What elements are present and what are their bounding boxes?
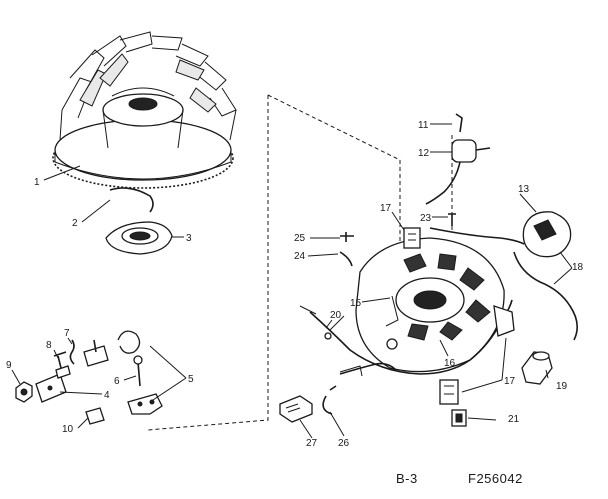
leader-lines	[11, 123, 573, 439]
switch-block-27	[279, 395, 313, 423]
callout-12: 12	[418, 148, 430, 159]
screw-23	[448, 213, 456, 226]
callout-11: 11	[418, 120, 429, 131]
callout-13: 13	[518, 184, 530, 195]
callout-20: 20	[330, 310, 342, 321]
pin-24	[339, 251, 353, 267]
callout-10: 10	[62, 424, 74, 435]
callout-2: 2	[72, 218, 78, 229]
callout-21: 21	[508, 414, 520, 425]
high-tension-lead	[513, 251, 578, 341]
callout-1: 1	[34, 177, 40, 188]
callout-6: 6	[114, 376, 120, 387]
callout-17-lower: 17	[504, 376, 516, 387]
hardware-group	[15, 330, 163, 425]
callout-26: 26	[338, 438, 350, 449]
figure-code: F256042	[468, 471, 523, 486]
screw-25	[340, 232, 354, 242]
callout-18: 18	[572, 262, 584, 273]
grommet-21	[451, 409, 467, 427]
callout-7: 7	[64, 328, 70, 339]
callout-19: 19	[556, 381, 568, 392]
callout-3: 3	[186, 233, 192, 244]
page-reference: B-3	[396, 471, 418, 486]
spark-plug-boot	[521, 351, 553, 385]
callout-27: 27	[306, 438, 318, 449]
callout-15: 15	[350, 298, 362, 309]
condenser	[425, 113, 491, 205]
clip-26	[322, 365, 363, 415]
callout-17-upper: 17	[380, 203, 392, 214]
callout-8: 8	[46, 340, 52, 351]
flywheel-washer	[105, 221, 173, 255]
terminal-lower	[439, 379, 459, 405]
callout-4: 4	[104, 390, 110, 401]
callout-25: 25	[294, 233, 306, 244]
wiring-harness	[299, 299, 515, 375]
terminal-upper	[403, 227, 421, 249]
flywheel-key	[109, 187, 154, 213]
stator-plate	[355, 237, 505, 373]
callouts: 1 2 3 4 5 6 7 8 9 10 11 12 13 15 16 17 1…	[6, 120, 584, 449]
callout-16: 16	[444, 358, 456, 369]
callout-23: 23	[420, 213, 432, 224]
callout-9: 9	[6, 360, 12, 371]
callout-24: 24	[294, 251, 306, 262]
ignition-coil	[429, 211, 572, 258]
callout-5: 5	[188, 374, 194, 385]
flywheel	[52, 31, 237, 189]
